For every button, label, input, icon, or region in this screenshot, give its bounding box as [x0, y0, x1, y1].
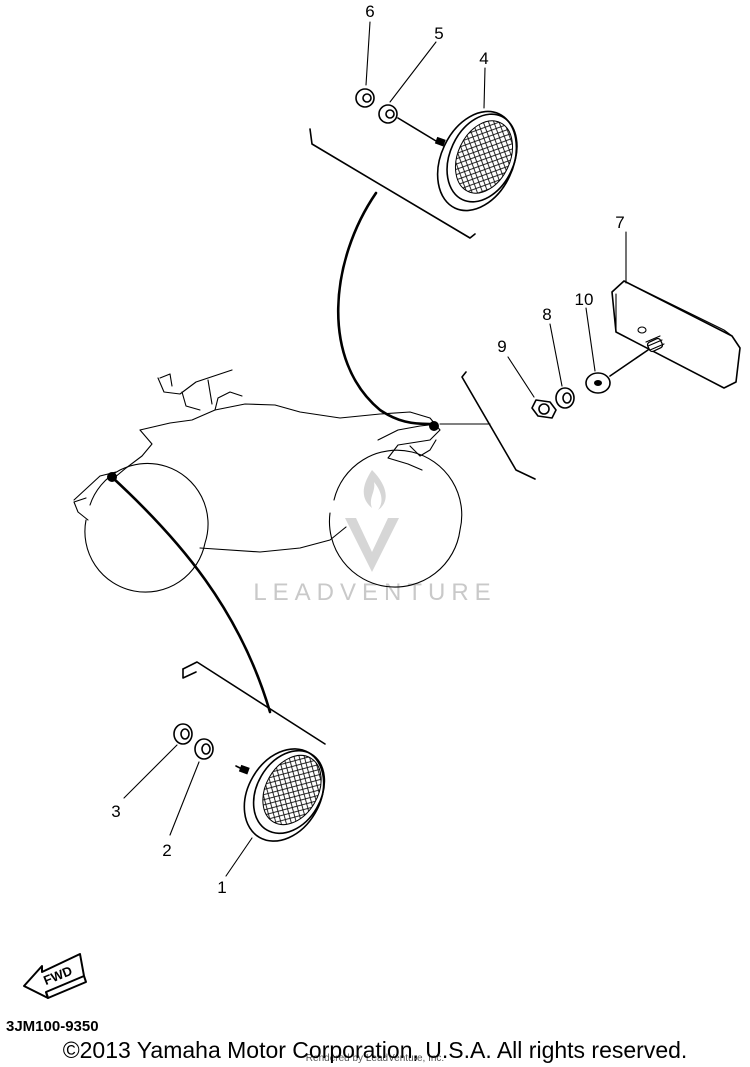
callout-9: 9	[497, 337, 506, 356]
rendered-by: Rendered by LeadVenture, Inc.	[306, 1053, 444, 1064]
watermark-text: LEADVENTURE	[253, 579, 496, 606]
diagram-code: 3JM100-9350	[6, 1018, 99, 1035]
atv-outline	[73, 369, 463, 593]
copyright-text: ©2013 Yamaha Motor Corporation, U.S.A. A…	[63, 1037, 688, 1063]
leadventure-logo	[345, 470, 399, 572]
rear-reflector-assembly	[309, 21, 518, 431]
fwd-arrow-icon: FWD	[23, 953, 87, 999]
front-reflector-assembly	[107, 472, 326, 877]
side-reflector-assembly	[439, 231, 741, 480]
callout-2: 2	[162, 841, 171, 860]
callout-7: 7	[615, 213, 624, 232]
callout-1: 1	[217, 878, 226, 897]
callout-3: 3	[111, 802, 120, 821]
callout-4: 4	[479, 49, 488, 68]
callout-6: 6	[365, 2, 374, 21]
callout-8: 8	[542, 305, 551, 324]
callout-5: 5	[434, 24, 443, 43]
callout-10: 10	[575, 290, 594, 309]
